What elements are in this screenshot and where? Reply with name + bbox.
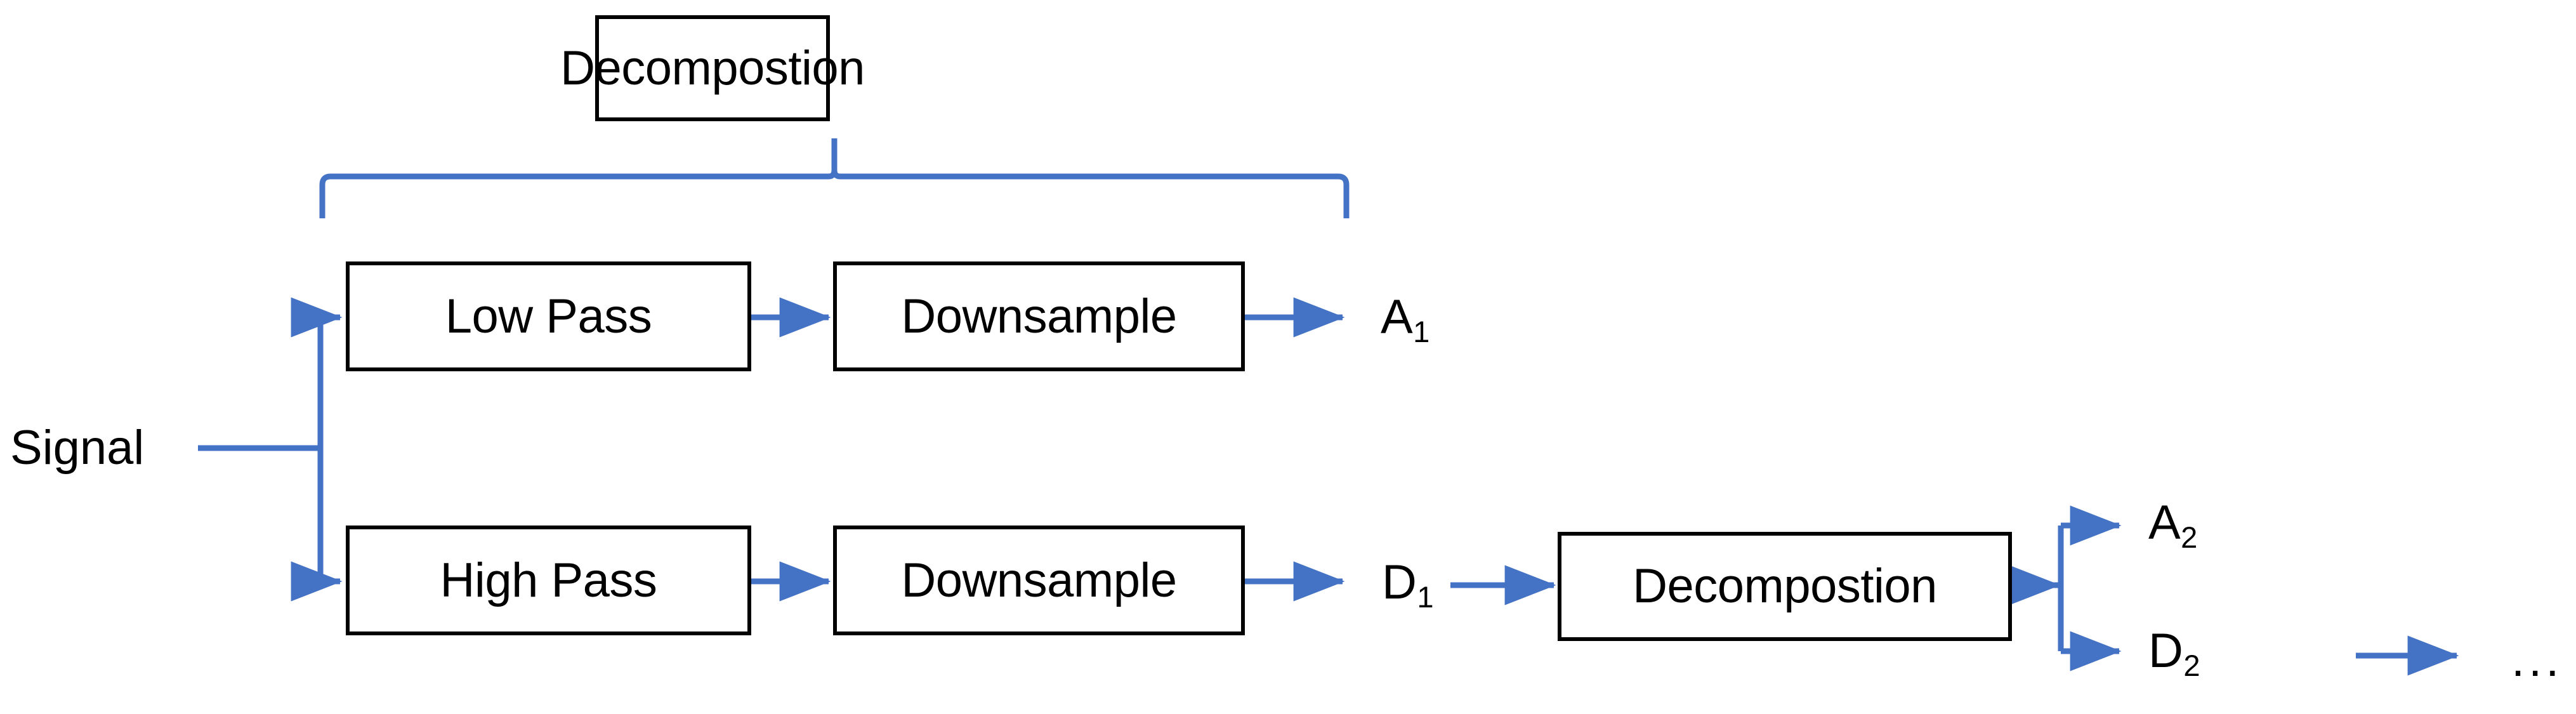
decomposition-stage2-label: Decompostion (1633, 559, 1937, 613)
low-pass-filter-box[interactable]: Low Pass (346, 261, 751, 371)
signal-source-label: Signal (10, 424, 144, 472)
output-a1-base: A (1381, 290, 1413, 344)
lower-downsample-label: Downsample (901, 553, 1177, 607)
output-d2-base: D (2148, 624, 2183, 678)
high-pass-filter-label: High Pass (440, 553, 657, 607)
output-a1-subscript: 1 (1413, 315, 1430, 349)
upper-downsample-label: Downsample (901, 289, 1177, 343)
upper-downsample-box[interactable]: Downsample (833, 261, 1245, 371)
output-d1-base: D (1382, 555, 1417, 609)
decomposition-stage2-box[interactable]: Decompostion (1558, 532, 2012, 641)
output-a2-label: A2 (2148, 496, 2197, 553)
output-d2-label: D2 (2148, 624, 2200, 681)
high-pass-filter-box[interactable]: High Pass (346, 526, 751, 635)
continuation-ellipsis-label: ... (2511, 633, 2563, 687)
output-a2-subscript: 2 (2181, 520, 2198, 555)
output-a2-base: A (2148, 496, 2181, 550)
output-a1-label: A1 (1381, 290, 1429, 347)
decomposition-title-label: Decompostion (560, 41, 865, 95)
low-pass-filter-label: Low Pass (445, 289, 652, 343)
output-d1-subscript: 1 (1417, 580, 1434, 614)
decomposition-title-box[interactable]: Decompostion (560, 15, 865, 121)
signal-trunk-connector (198, 317, 324, 581)
output-d2-subscript: 2 (2183, 649, 2200, 683)
output-d1-label: D1 (1382, 559, 1434, 612)
decomposition-scope-brace (319, 138, 1350, 218)
lower-downsample-box[interactable]: Downsample (833, 526, 1245, 635)
signal-source-text: Signal (10, 421, 145, 475)
